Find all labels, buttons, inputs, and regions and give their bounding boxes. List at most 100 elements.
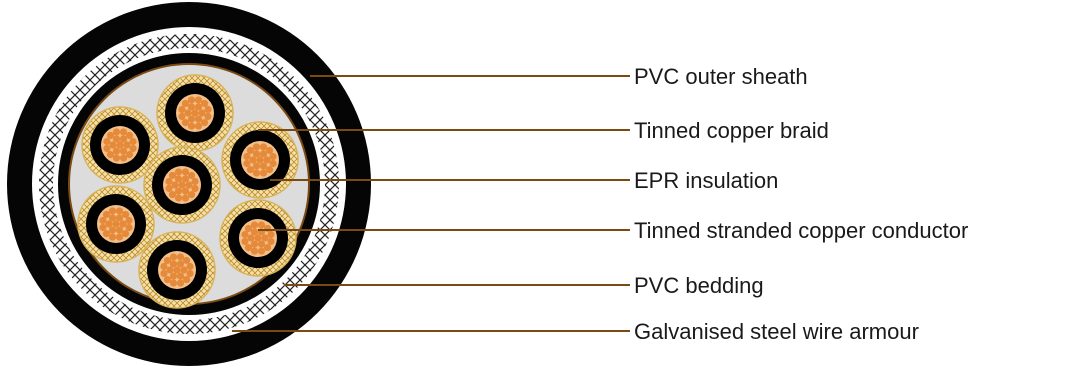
copper-strand bbox=[259, 169, 268, 177]
copper-strand bbox=[181, 168, 190, 176]
copper-strand bbox=[250, 240, 259, 248]
copper-strand bbox=[267, 237, 275, 246]
copper-strand bbox=[252, 150, 261, 158]
copper-strand bbox=[259, 143, 268, 151]
copper-strand bbox=[267, 230, 275, 239]
copper-strand bbox=[169, 253, 178, 261]
copper-strand bbox=[160, 262, 168, 271]
copper-strand bbox=[178, 112, 186, 121]
copper-strand bbox=[181, 118, 190, 127]
copper-strand bbox=[165, 184, 173, 193]
copper-strand bbox=[198, 109, 206, 117]
copper-strand bbox=[174, 168, 183, 176]
copper-strand bbox=[112, 128, 121, 136]
copper-strand bbox=[187, 96, 196, 104]
copper-strand bbox=[180, 266, 188, 274]
copper-strand bbox=[103, 144, 111, 153]
copper-strand bbox=[176, 272, 185, 280]
labels: PVC outer sheath Tinned copper braid EPR… bbox=[634, 64, 968, 344]
copper-strand bbox=[108, 214, 117, 222]
copper-strand bbox=[119, 128, 128, 136]
copper-strand bbox=[185, 181, 193, 189]
copper-strand bbox=[246, 165, 255, 174]
copper-strand bbox=[265, 146, 274, 155]
copper-strand bbox=[244, 224, 253, 233]
copper-strand bbox=[259, 150, 268, 158]
copper-strand bbox=[257, 221, 266, 229]
copper-strand bbox=[99, 216, 107, 225]
copper-strand bbox=[129, 144, 137, 153]
copper-strand bbox=[261, 234, 269, 242]
copper-strand bbox=[252, 143, 261, 151]
conductor-core bbox=[138, 231, 216, 309]
copper-strand bbox=[247, 234, 255, 242]
copper-strand bbox=[269, 159, 277, 168]
label-pvc-bedding: PVC bedding bbox=[634, 273, 764, 298]
copper-strand bbox=[204, 112, 212, 121]
copper-strand bbox=[106, 131, 115, 140]
copper-strand bbox=[184, 109, 192, 117]
copper-strand bbox=[182, 256, 191, 265]
copper-strand bbox=[115, 233, 124, 241]
copper-strand bbox=[187, 171, 196, 180]
copper-strand bbox=[121, 210, 130, 219]
conductor-core bbox=[143, 146, 221, 224]
copper-strand bbox=[187, 103, 196, 111]
copper-strand bbox=[191, 177, 199, 186]
copper-strand bbox=[105, 220, 113, 228]
copper-strand bbox=[252, 169, 261, 177]
copper-strand bbox=[168, 171, 177, 180]
cable-cross-section bbox=[7, 2, 371, 366]
copper-strand bbox=[250, 221, 259, 229]
copper-strand bbox=[103, 137, 111, 146]
copper-strand bbox=[187, 122, 196, 130]
copper-strand bbox=[169, 279, 178, 287]
copper-strand bbox=[194, 115, 203, 123]
copper-strand bbox=[109, 141, 117, 149]
copper-strand bbox=[115, 226, 124, 234]
copper-strand bbox=[125, 150, 134, 159]
copper-strand bbox=[186, 262, 194, 271]
copper-strand bbox=[174, 194, 183, 202]
copper-strand bbox=[194, 96, 203, 104]
copper-strand bbox=[168, 190, 177, 199]
copper-strand bbox=[241, 237, 249, 246]
copper-strand bbox=[125, 223, 133, 232]
copper-strand bbox=[265, 165, 274, 174]
copper-strand bbox=[173, 266, 181, 274]
copper-strand bbox=[243, 152, 251, 161]
conductor-core bbox=[156, 74, 234, 152]
label-tinned-stranded-copper-conductor: Tinned stranded copper conductor bbox=[634, 218, 968, 243]
copper-strand bbox=[174, 175, 183, 183]
copper-strand bbox=[119, 135, 128, 143]
copper-strand bbox=[171, 181, 179, 189]
copper-strand bbox=[115, 214, 124, 222]
copper-strand bbox=[254, 234, 262, 242]
copper-strand bbox=[256, 156, 264, 164]
conductor-cores bbox=[77, 74, 299, 309]
copper-strand bbox=[112, 154, 121, 162]
copper-strand bbox=[269, 152, 277, 161]
copper-strand bbox=[194, 103, 203, 111]
copper-strand bbox=[102, 210, 111, 219]
copper-strand bbox=[106, 150, 115, 159]
copper-strand bbox=[259, 162, 268, 170]
copper-strand bbox=[112, 147, 121, 155]
copper-strand bbox=[112, 135, 121, 143]
label-galvanised-steel-wire-armour: Galvanised steel wire armour bbox=[634, 319, 919, 344]
copper-strand bbox=[263, 243, 272, 252]
copper-strand bbox=[252, 162, 261, 170]
copper-strand bbox=[244, 243, 253, 252]
copper-strand bbox=[178, 181, 186, 189]
copper-strand bbox=[102, 229, 111, 238]
copper-strand bbox=[169, 272, 178, 280]
copper-strand bbox=[200, 99, 209, 108]
copper-strand bbox=[166, 266, 174, 274]
copper-strand bbox=[125, 131, 134, 140]
copper-strand bbox=[112, 220, 120, 228]
copper-strand bbox=[187, 190, 196, 199]
copper-strand bbox=[116, 141, 124, 149]
copper-strand bbox=[191, 109, 199, 117]
conductor-core bbox=[221, 121, 299, 199]
